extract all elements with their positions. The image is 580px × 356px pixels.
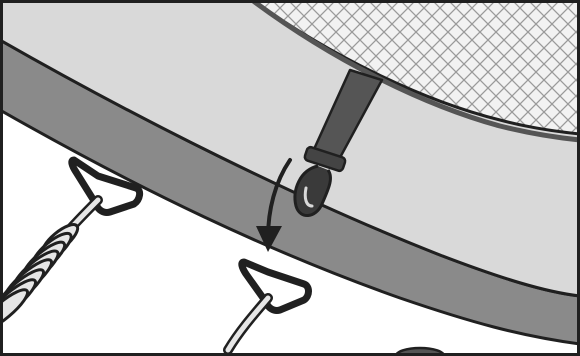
pad-edge-line [0,38,580,298]
triangle-ring-icon [238,258,312,314]
snap-hook-icon [293,164,332,217]
strap-buckle [303,145,347,173]
triangle-ring-icon [68,156,144,216]
curved-arrow-down-icon [256,158,292,252]
coil-spring-icon [0,223,80,332]
spring-right [223,258,312,355]
mesh-edge [250,0,580,143]
spring-left [0,156,144,332]
